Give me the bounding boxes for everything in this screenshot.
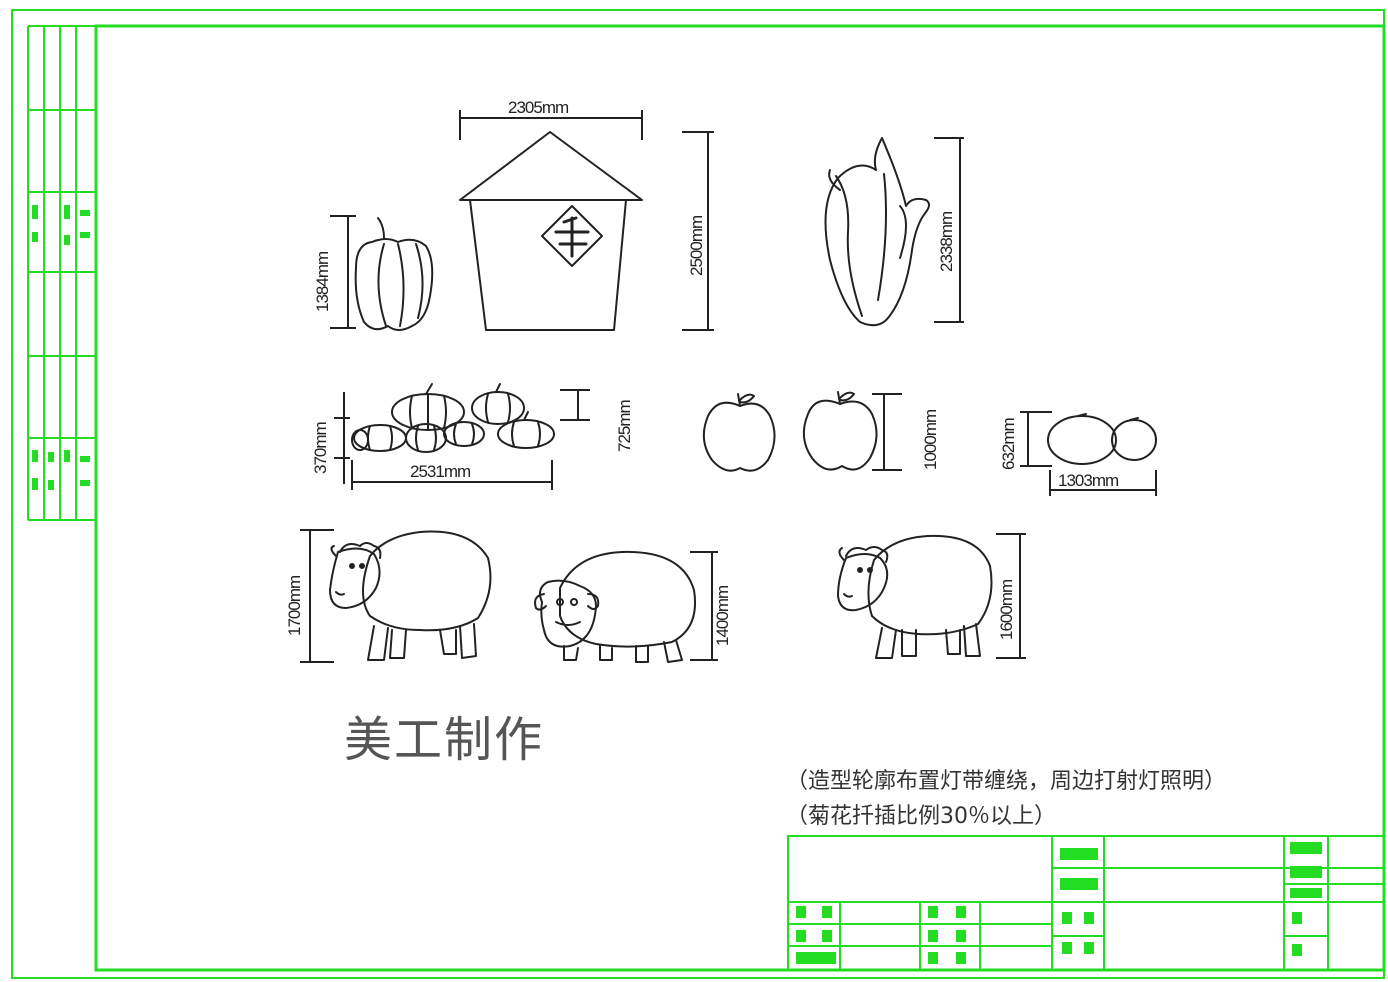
drawing-frame [11, 9, 1386, 979]
dim-pumpkin-pile-width: 2531mm [410, 462, 471, 481]
oranges-figure [1047, 413, 1157, 465]
dim-pumpkin-small-height: 725mm [615, 399, 634, 452]
corn-figure [824, 137, 930, 327]
title-block-labels [796, 842, 1322, 964]
house-figure [459, 131, 643, 331]
sheep-middle-figure [534, 550, 696, 663]
dim-house-width: 2305mm [508, 98, 569, 117]
binding-margin [27, 25, 96, 521]
dim-pepper-height: 1384mm [313, 251, 332, 312]
sheep-left-figure [329, 530, 492, 661]
dim-sheep2-height: 1400mm [713, 585, 732, 646]
dim-apple-height: 1000mm [921, 409, 940, 470]
dim-sheep1-height: 1700mm [285, 575, 304, 636]
dimension-lines [300, 110, 1157, 663]
binding-margin-marks [32, 205, 90, 490]
pumpkin-pile-figure [351, 383, 555, 453]
caption: 美工制作 [344, 712, 545, 768]
note-lighting: （造型轮廓布置灯带缠绕，周边打射灯照明） [786, 769, 1227, 794]
dim-corn-height: 2338mm [937, 211, 956, 272]
dim-pumpkin-pile-height: 370mm [311, 421, 330, 474]
note-chrysanthemum: （菊花扦插比例30％以上） [786, 804, 1056, 829]
dim-orange-height: 632mm [999, 417, 1018, 470]
apple-left-figure [702, 393, 776, 472]
title-block [787, 835, 1385, 971]
dim-house-height: 2500mm [687, 215, 706, 276]
apple-right-figure [802, 391, 878, 471]
dim-sheep3-height: 1600mm [997, 579, 1016, 640]
sheep-right-figure [837, 534, 993, 659]
pepper-figure [354, 217, 434, 331]
dim-orange-width: 1303mm [1058, 471, 1119, 490]
